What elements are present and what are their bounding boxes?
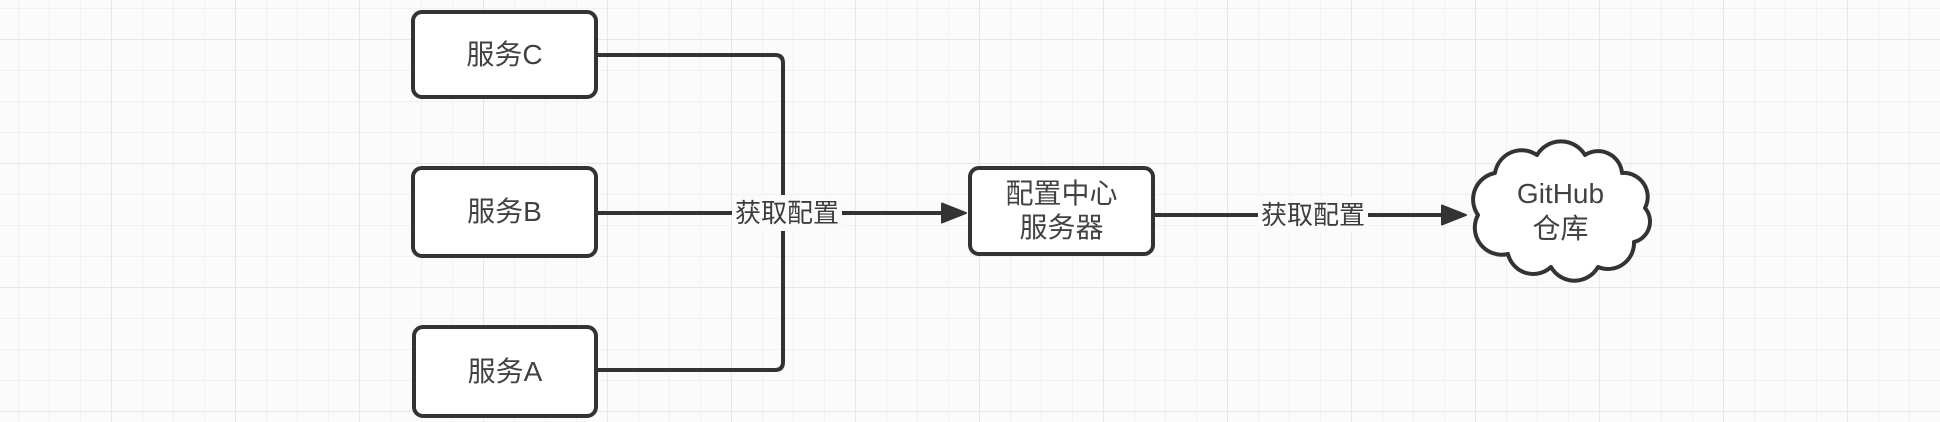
node-config-server-label-line2: 服务器	[1019, 212, 1104, 243]
node-service-c-label: 服务C	[466, 38, 543, 70]
node-github-repo-label-line1: GitHub	[1516, 178, 1605, 209]
edge-label-config-to-github[interactable]: 获取配置	[1257, 197, 1369, 233]
node-config-server-label-line1: 配置中心	[1005, 178, 1118, 209]
edge-label-services-to-config[interactable]: 获取配置	[731, 195, 843, 231]
node-github-repo-label-line2: 仓库	[1532, 213, 1589, 244]
node-service-a-label: 服务A	[467, 355, 543, 387]
node-service-b-label: 服务B	[467, 196, 542, 227]
node-service-a[interactable]: 服务A	[412, 325, 598, 418]
node-service-c[interactable]: 服务C	[411, 10, 598, 99]
github-cloud-shape[interactable]	[1471, 139, 1652, 283]
node-github-repo[interactable]: GitHub 仓库	[1468, 141, 1653, 281]
arrowhead-github-icon	[1441, 204, 1467, 226]
node-config-server[interactable]: 配置中心 服务器	[968, 166, 1155, 256]
arrowhead-config-icon	[941, 202, 967, 224]
node-service-b[interactable]: 服务B	[411, 166, 598, 258]
